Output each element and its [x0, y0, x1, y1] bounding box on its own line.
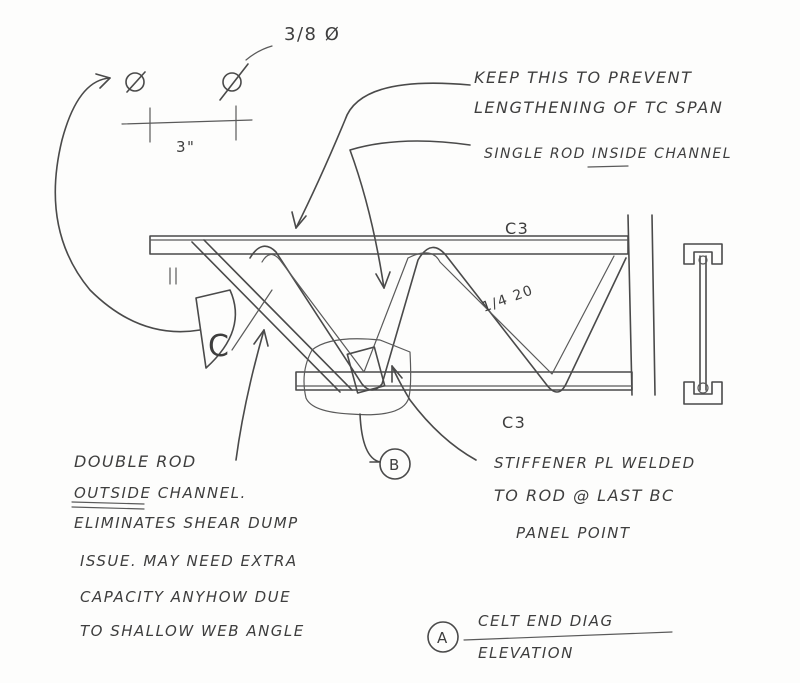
title-line-2: ELEVATION [478, 644, 574, 662]
rod-circle-right [222, 72, 242, 92]
note-single-rod: SINGLE ROD INSIDE CHANNEL [484, 146, 733, 162]
web-rod [249, 245, 627, 393]
note-double-rod-1: DOUBLE ROD [74, 452, 197, 471]
leader-arc [54, 77, 201, 333]
detail-b-circle [379, 448, 411, 480]
detail-b-label: B [389, 456, 401, 474]
detail-a-circle [427, 621, 459, 653]
rod-spacing-detail [121, 45, 273, 143]
spacing-label: 3" [176, 138, 195, 156]
note-stiffener-2: TO ROD @ LAST BC [494, 486, 675, 505]
leader-keep [295, 82, 471, 229]
channel-section [683, 243, 723, 405]
rod-circle-left [125, 72, 145, 92]
truss-elevation [149, 214, 656, 463]
dimension-line [121, 119, 253, 125]
detail-a-label: A [437, 629, 449, 647]
end-diagonal-rod-1 [191, 241, 341, 393]
top-chord [149, 235, 629, 255]
leader-double-rod [235, 329, 265, 461]
note-keep-2: LENGTHENING OF TC SPAN [474, 98, 724, 117]
title-underline [463, 631, 673, 641]
rod-size-label: 3/8 Ø [284, 24, 340, 45]
title-line-1: CELT END DIAG [478, 612, 614, 630]
leader-single-rod [349, 140, 471, 289]
note-eliminates-4: TO SHALLOW WEB ANGLE [80, 622, 305, 640]
stiffener-plate [346, 346, 386, 394]
detail-b-outline [303, 338, 412, 416]
leader-stiffener [391, 365, 477, 461]
section-c-label: C [208, 329, 230, 364]
bottom-chord [295, 371, 633, 391]
note-eliminates-2: ISSUE. MAY NEED EXTRA [80, 552, 298, 570]
end-diagonal-rod-2 [203, 239, 353, 391]
leader-b [359, 413, 381, 463]
note-stiffener-3: PANEL POINT [516, 524, 631, 542]
section-c-cut [195, 289, 237, 369]
note-stiffener-1: STIFFENER PL WELDED [494, 454, 696, 472]
note-eliminates-3: CAPACITY ANYHOW DUE [80, 588, 292, 606]
top-chord-label: C3 [505, 219, 529, 238]
weld-label: 1/4 20 [480, 282, 536, 315]
note-eliminates-1: ELIMINATES SHEAR DUMP [74, 514, 299, 532]
note-keep-1: KEEP THIS TO PREVENT [474, 68, 693, 87]
bottom-chord-label: C3 [502, 413, 526, 432]
note-double-rod-2: OUTSIDE CHANNEL. [74, 484, 247, 502]
